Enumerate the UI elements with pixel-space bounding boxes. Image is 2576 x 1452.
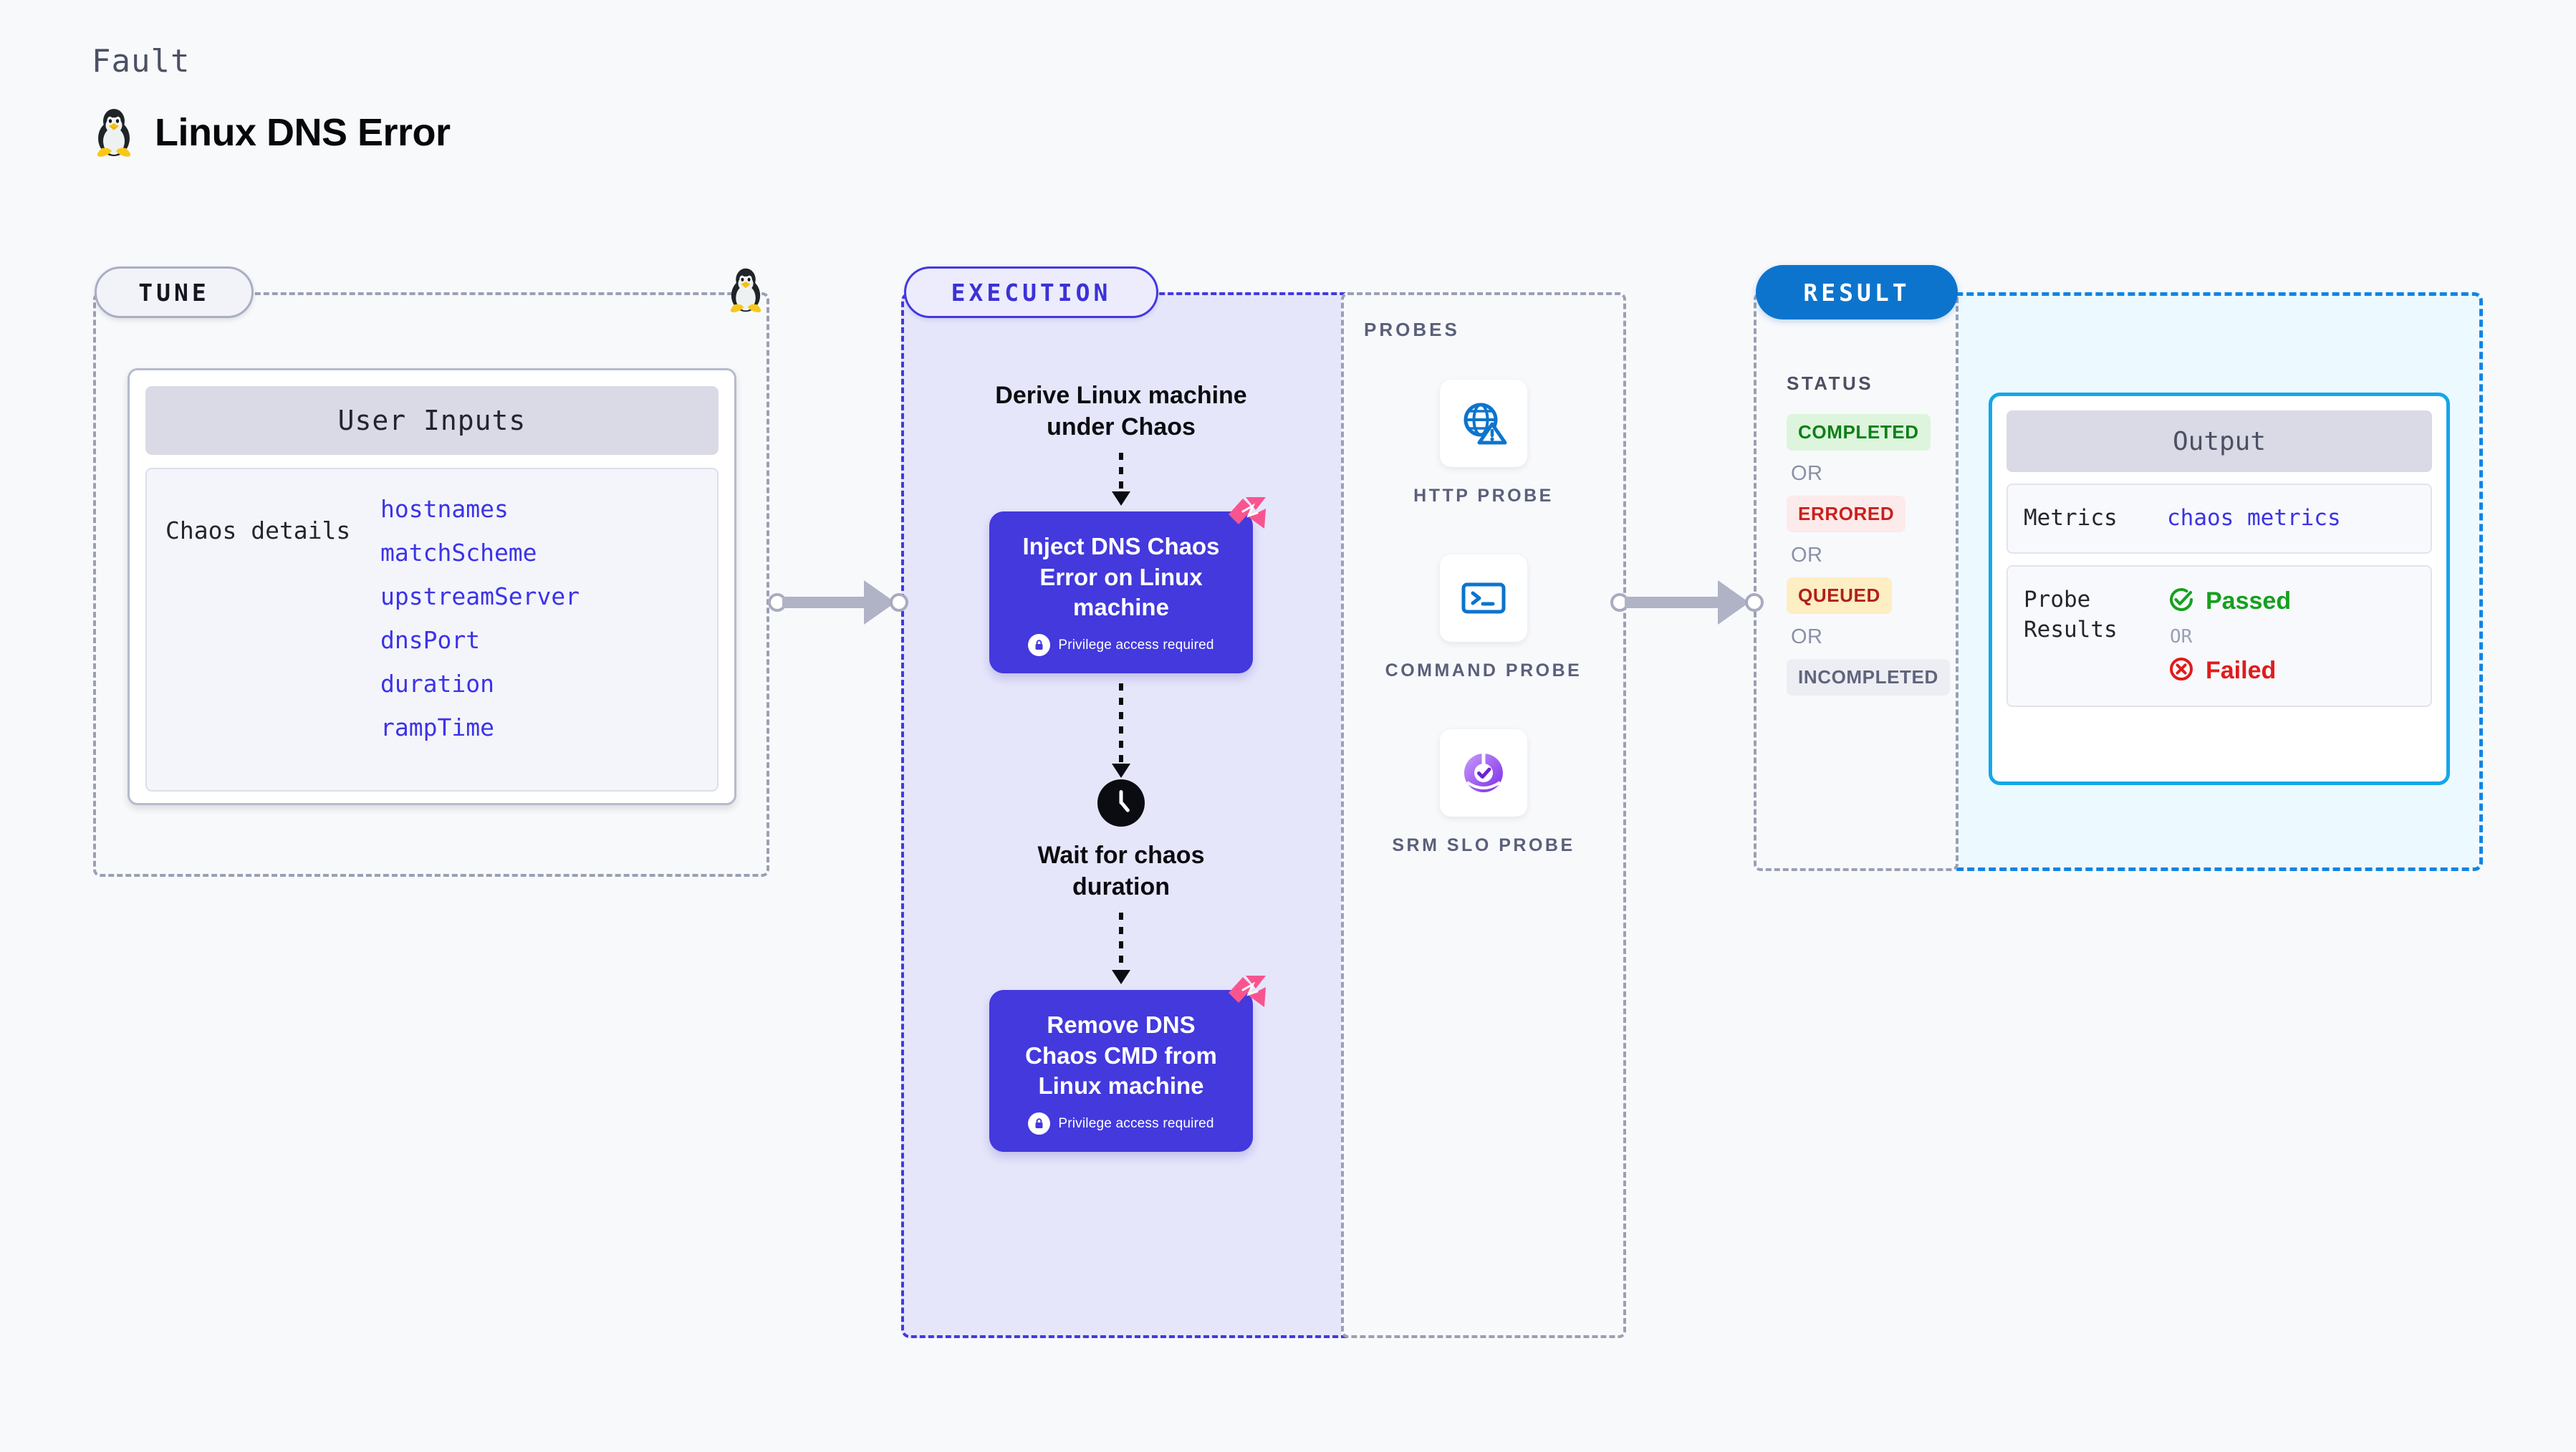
probe-srm-slo[interactable]: SRM SLO PROBE bbox=[1392, 729, 1575, 858]
clock-icon bbox=[1097, 779, 1145, 827]
tune-badge[interactable]: TUNE bbox=[95, 266, 254, 318]
output-title: Output bbox=[2007, 410, 2432, 472]
remove-chaos-title: Remove DNS Chaos CMD from Linux machine bbox=[1025, 1011, 1217, 1099]
derive-step-label: Derive Linux machine under Chaos bbox=[995, 382, 1247, 441]
param-matchscheme[interactable]: matchScheme bbox=[380, 539, 537, 567]
flow-arrow-2 bbox=[1119, 683, 1123, 769]
remove-privilege-text: Privilege access required bbox=[1058, 1115, 1214, 1131]
status-or-3: OR bbox=[1791, 625, 1823, 648]
status-or-1: OR bbox=[1791, 462, 1823, 485]
connector-shaft bbox=[1625, 597, 1726, 608]
status-badge-completed: COMPLETED bbox=[1787, 414, 1931, 451]
status-or-2: OR bbox=[1791, 544, 1823, 567]
probe-command[interactable]: COMMAND PROBE bbox=[1385, 554, 1582, 683]
flow-arrow-3 bbox=[1119, 913, 1123, 975]
probes-list: HTTP PROBE COMMAND PROBE bbox=[1341, 380, 1626, 857]
inject-chaos-title: Inject DNS Chaos Error on Linux machine bbox=[1022, 533, 1220, 620]
user-inputs-card: User Inputs Chaos details hostnames matc… bbox=[128, 368, 736, 805]
lock-icon bbox=[1028, 634, 1051, 657]
chaos-details-label: Chaos details bbox=[165, 516, 351, 544]
param-ramptime[interactable]: rampTime bbox=[380, 713, 494, 741]
slo-donut-check-icon bbox=[1440, 729, 1527, 817]
remove-privilege-row: Privilege access required bbox=[1008, 1112, 1234, 1135]
remove-chaos-card[interactable]: Remove DNS Chaos CMD from Linux machine … bbox=[989, 976, 1266, 1153]
output-card: Output Metrics chaos metrics Probe Resul… bbox=[1989, 393, 2450, 785]
flow-arrow-1 bbox=[1119, 453, 1123, 496]
execution-badge[interactable]: EXECUTION bbox=[904, 266, 1158, 318]
param-hostnames[interactable]: hostnames bbox=[380, 495, 509, 523]
connector-dot-right bbox=[1745, 593, 1764, 612]
status-badge-incompleted: INCOMPLETED bbox=[1787, 659, 1950, 696]
check-circle-icon bbox=[2167, 585, 2196, 617]
chaos-details-panel: Chaos details hostnames matchScheme upst… bbox=[145, 468, 719, 792]
probe-result-passed: Passed bbox=[2167, 585, 2291, 617]
tune-container bbox=[93, 292, 769, 877]
metrics-value[interactable]: chaos metrics bbox=[2167, 505, 2341, 531]
metrics-label: Metrics bbox=[2024, 505, 2118, 531]
param-duration[interactable]: duration bbox=[380, 670, 494, 698]
chaos-parameter-list: hostnames matchScheme upstreamServer dns… bbox=[380, 494, 580, 790]
probe-result-or: OR bbox=[2170, 625, 2193, 648]
failed-label: Failed bbox=[2206, 656, 2277, 684]
globe-warning-icon bbox=[1439, 380, 1527, 467]
tux-penguin-marker-icon bbox=[725, 266, 766, 317]
probe-result-failed: Failed bbox=[2167, 655, 2291, 687]
wait-step-label: Wait for chaos duration bbox=[1037, 842, 1205, 901]
probes-section-label: PROBES bbox=[1364, 319, 1460, 340]
probe-http-label: HTTP PROBE bbox=[1413, 486, 1554, 506]
param-dnsport[interactable]: dnsPort bbox=[380, 626, 481, 654]
tux-penguin-icon bbox=[92, 107, 136, 158]
param-upstreamserver[interactable]: upstreamServer bbox=[380, 582, 580, 610]
fault-kicker: Fault bbox=[92, 43, 191, 80]
connector-shaft bbox=[782, 597, 874, 608]
terminal-icon bbox=[1439, 554, 1527, 642]
fault-title-row: Linux DNS Error bbox=[92, 107, 451, 158]
connector-execution-to-result bbox=[1610, 580, 1764, 625]
probe-results-label: Probe Results bbox=[2024, 586, 2118, 643]
status-list: COMPLETED OR ERRORED OR QUEUED OR INCOMP… bbox=[1787, 414, 1950, 696]
metrics-row: Metrics chaos metrics bbox=[2007, 484, 2432, 554]
probe-http[interactable]: HTTP PROBE bbox=[1413, 380, 1554, 509]
x-circle-icon bbox=[2167, 655, 2196, 687]
probe-srm-slo-label: SRM SLO PROBE bbox=[1392, 835, 1575, 855]
page-title: Linux DNS Error bbox=[155, 111, 451, 154]
status-section-label: STATUS bbox=[1787, 372, 1874, 394]
connector-arrowhead bbox=[1718, 580, 1749, 625]
probe-results-row: Probe Results Passed OR bbox=[2007, 564, 2432, 707]
page-header: Fault Linux DNS Error bbox=[92, 43, 451, 158]
lock-icon bbox=[1028, 1112, 1051, 1135]
connector-dot-right bbox=[890, 593, 908, 612]
status-badge-queued: QUEUED bbox=[1787, 577, 1892, 614]
inject-chaos-card[interactable]: Inject DNS Chaos Error on Linux machine … bbox=[989, 497, 1266, 674]
result-badge[interactable]: RESULT bbox=[1756, 265, 1958, 319]
connector-tune-to-execution bbox=[768, 580, 908, 625]
chaos-flag-icon bbox=[1224, 974, 1269, 1014]
inject-privilege-row: Privilege access required bbox=[1008, 634, 1234, 657]
probe-results-values: Passed OR Failed bbox=[2167, 585, 2291, 687]
status-badge-errored: ERRORED bbox=[1787, 496, 1906, 532]
chaos-flag-icon bbox=[1224, 496, 1269, 536]
user-inputs-title: User Inputs bbox=[145, 386, 719, 455]
probe-command-label: COMMAND PROBE bbox=[1385, 660, 1582, 681]
execution-flow: Derive Linux machine under Chaos Inject … bbox=[901, 380, 1341, 1153]
inject-privilege-text: Privilege access required bbox=[1058, 637, 1214, 653]
passed-label: Passed bbox=[2206, 587, 2292, 615]
